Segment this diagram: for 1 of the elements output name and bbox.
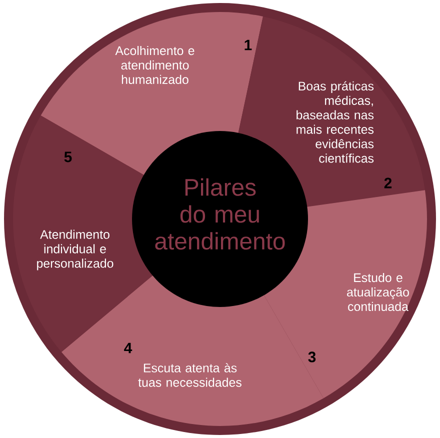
node-label: 4 bbox=[124, 342, 132, 354]
